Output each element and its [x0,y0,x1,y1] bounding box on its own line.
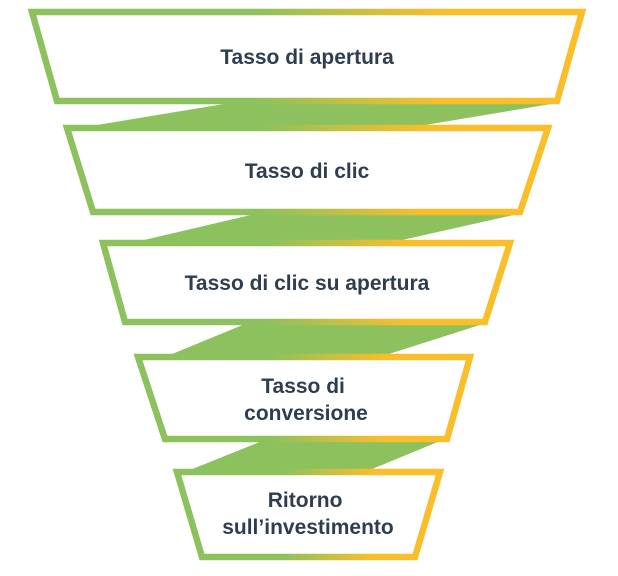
funnel-stage-5-label: Ritorno sull’investimento [222,489,394,539]
funnel-stage-5-label-line-1: Ritorno [268,489,343,512]
funnel-stage-4-label-line-2: conversione [244,402,368,425]
funnel-stage-3-shape [98,239,515,326]
funnel-connector-4-5 [180,441,440,474]
funnel-stage-4-label: Tasso di conversione [244,375,368,425]
funnel-connector-2-3 [123,214,518,245]
funnel-stage-1-shape [27,8,587,105]
funnel-stage-2-label: Tasso di clic [245,160,370,183]
funnel-stage-4-shape [133,353,475,443]
funnel-stage-5-label-line-2: sull’investimento [222,516,394,539]
funnel-stage-5-shape [172,468,445,561]
funnel-connector-1-2 [67,103,557,130]
funnel-stage-3-label: Tasso di clic su apertura [185,272,430,295]
funnel-stage-1-label: Tasso di apertura [220,46,394,69]
funnel-connector-3-4 [160,324,483,359]
funnel-stage-4-label-line-1: Tasso di [261,375,345,398]
funnel-stage-2-shape [62,124,553,216]
